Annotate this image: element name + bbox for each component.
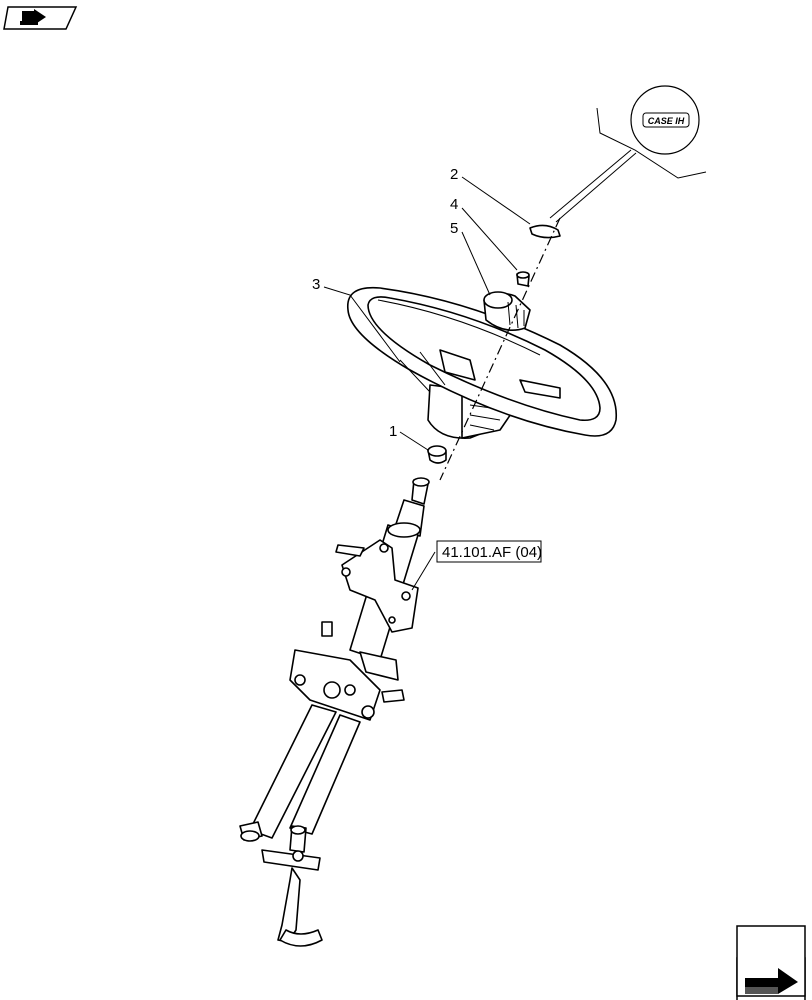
steering-knob [483,291,531,331]
callout-3: 3 [312,276,320,293]
steering-wheel [347,286,617,439]
nut [516,271,530,287]
callout-2: 2 [450,166,458,183]
retaining-nut [427,445,447,464]
callout-4: 4 [450,196,458,213]
logo-badge: CASE IH [549,85,707,223]
forward-arrow-icon[interactable] [736,925,806,1000]
callout-leaders [323,176,531,591]
book-arrow-icon[interactable] [3,6,78,30]
steering-column [239,477,430,947]
logo-text: CASE IH [648,116,685,126]
center-cap [529,224,561,239]
reference-label[interactable]: 41.101.AF (04) [442,544,542,561]
assembly-axis [439,217,561,481]
callout-5: 5 [450,220,458,237]
reference-link[interactable]: 41.101.AF (04) [436,540,542,563]
callout-1: 1 [389,423,397,440]
